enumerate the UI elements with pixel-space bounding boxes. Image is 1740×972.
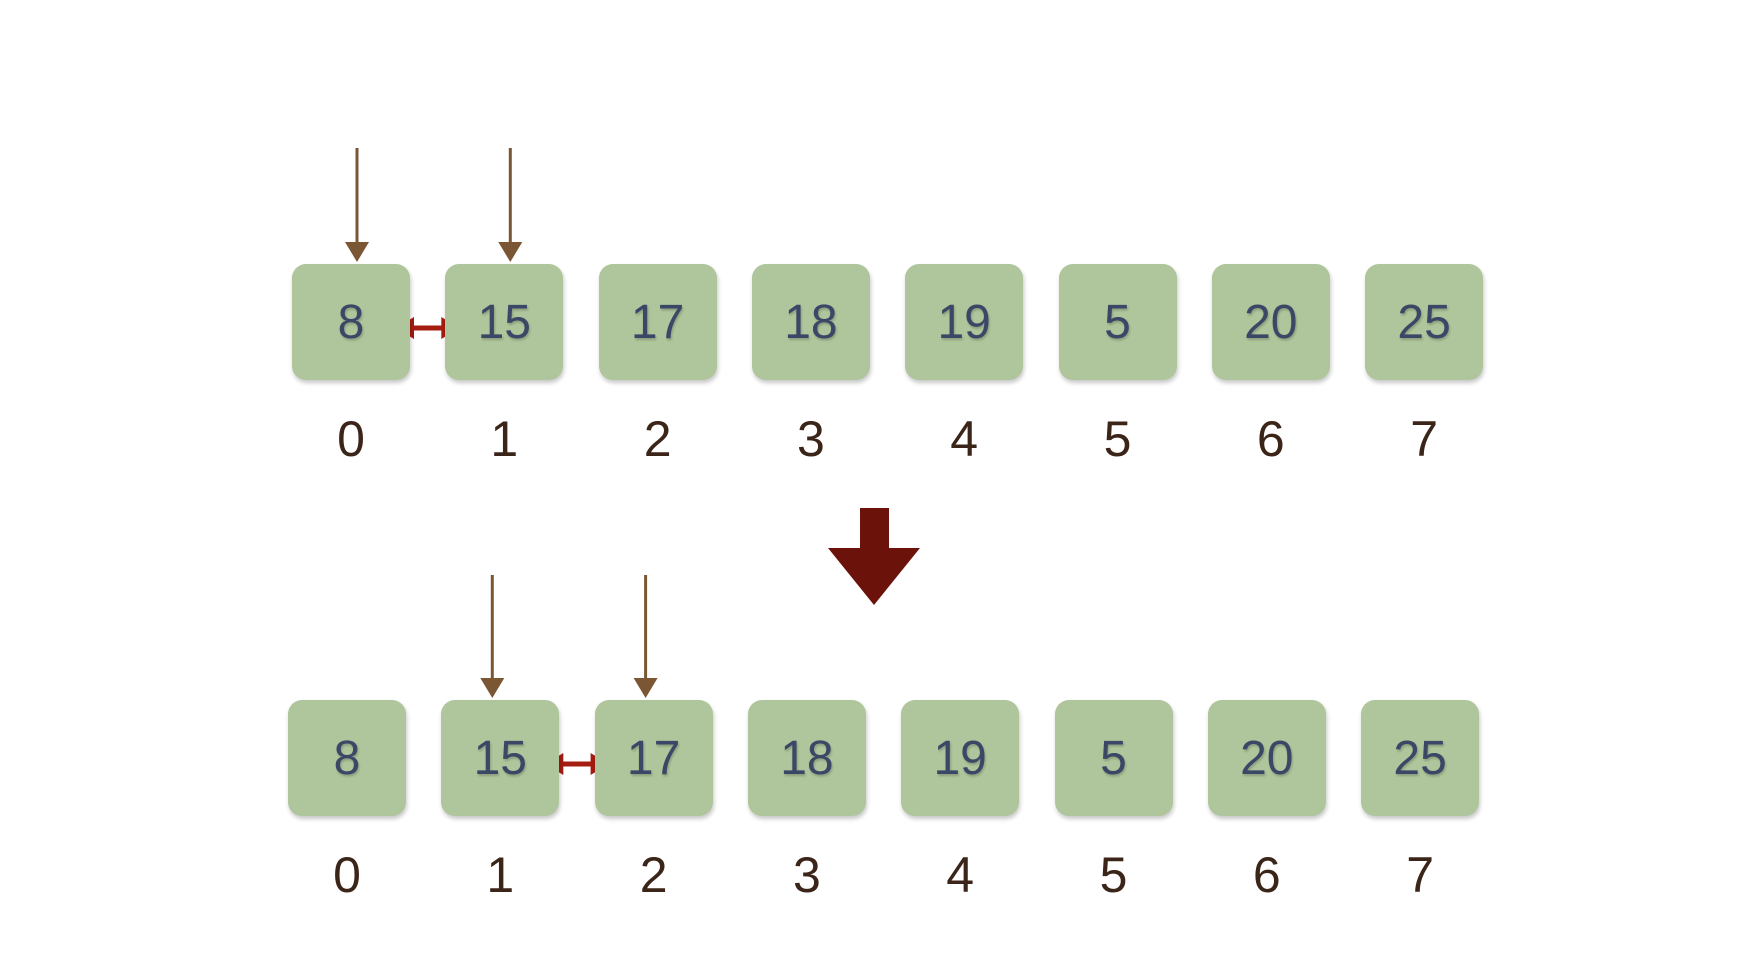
array-index-label: 7: [1406, 847, 1434, 903]
array-cell: 5: [1058, 264, 1177, 380]
array-index-label: 6: [1252, 847, 1281, 903]
array-index-label: 6: [1256, 411, 1285, 467]
array-index-label: 4: [950, 411, 979, 467]
array-cell: 15: [441, 700, 560, 816]
array-index-label: 5: [1099, 847, 1128, 903]
array-index-label: 1: [486, 847, 515, 903]
array-index-label: 2: [639, 847, 668, 903]
array-cell: 18: [747, 700, 866, 816]
array-cell: 20: [1211, 264, 1330, 380]
array-cell: 8: [288, 700, 406, 816]
array-cell: 25: [1365, 264, 1484, 380]
array-cell: 19: [905, 264, 1024, 380]
array-cell: 25: [1361, 700, 1480, 816]
array-index-label: 3: [792, 847, 821, 903]
array-index-label: 1: [490, 411, 519, 467]
array-index-label: 0: [333, 847, 361, 903]
array-cell: 15: [445, 264, 564, 380]
array-cell: 20: [1207, 700, 1326, 816]
array-index-label: 2: [643, 411, 672, 467]
array-index-label: 4: [946, 847, 975, 903]
array-cell: 8: [292, 264, 410, 380]
pointer-arrowhead-icon: [498, 242, 523, 262]
array-cell: 17: [594, 700, 713, 816]
pointer-arrowhead-icon: [480, 678, 505, 698]
array-index-label: 7: [1410, 411, 1438, 467]
array-index-label: 0: [337, 411, 365, 467]
down-arrow-icon: [828, 508, 920, 605]
array-cell: 17: [598, 264, 717, 380]
array-index-label: 5: [1103, 411, 1132, 467]
array-index-label: 3: [796, 411, 825, 467]
pointer-arrowhead-icon: [633, 678, 658, 698]
array-cell: 18: [751, 264, 870, 380]
array-cell: 5: [1054, 700, 1173, 816]
array-cell: 19: [901, 700, 1020, 816]
pointer-arrowhead-icon: [345, 242, 369, 262]
